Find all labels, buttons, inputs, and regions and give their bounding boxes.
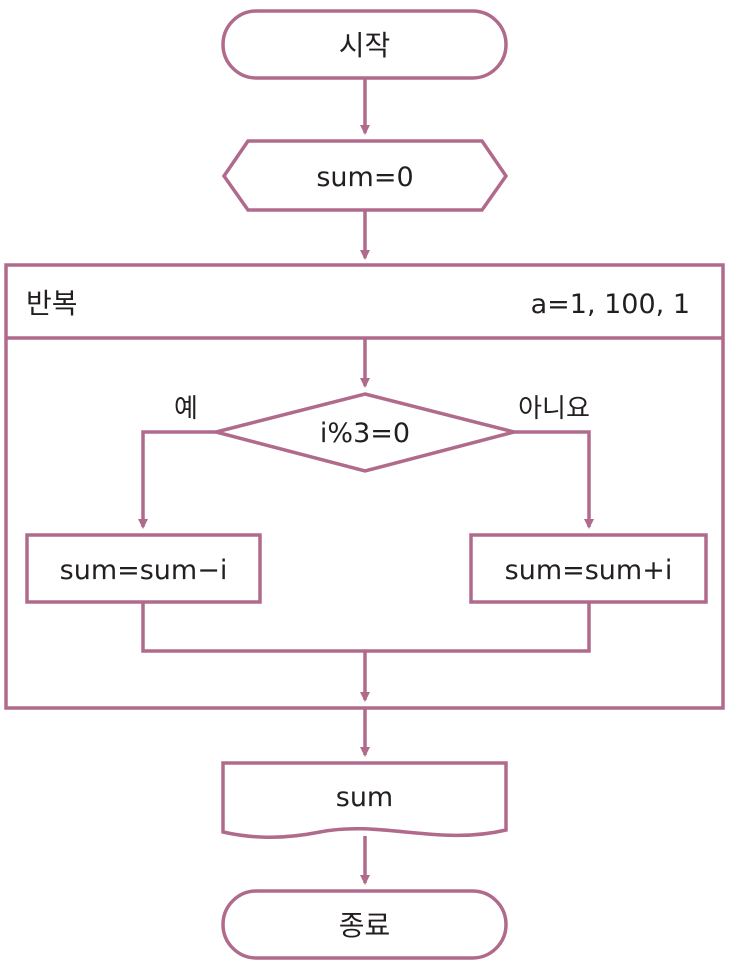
init-label: sum=0 — [316, 162, 413, 193]
decision-diamond: i%3=0 — [209, 392, 521, 473]
start-label: 시작 — [339, 29, 391, 62]
no-process-label: sum=sum+i — [505, 555, 673, 586]
no-label: 아니요 — [518, 394, 590, 424]
init-preparation: sum=0 — [221, 139, 509, 212]
loop-label: 반복 — [26, 287, 78, 320]
output-label: sum — [336, 782, 393, 813]
arrow-yes-branch — [138, 430, 216, 529]
no-process-box: sum=sum+i — [469, 533, 708, 604]
yes-label: 예 — [174, 394, 198, 424]
loop-box: 반복 a=1, 100, 1 — [4, 263, 725, 710]
loop-params: a=1, 100, 1 — [531, 289, 690, 320]
arrow-no-branch — [514, 430, 594, 529]
decision-condition: i%3=0 — [320, 418, 410, 449]
yes-process-box: sum=sum−i — [25, 533, 262, 604]
output-document: sum — [221, 761, 508, 839]
end-label: 종료 — [339, 909, 391, 942]
start-terminal: 시작 — [221, 9, 508, 80]
end-terminal: 종료 — [221, 889, 508, 960]
yes-process-label: sum=sum−i — [60, 555, 228, 586]
